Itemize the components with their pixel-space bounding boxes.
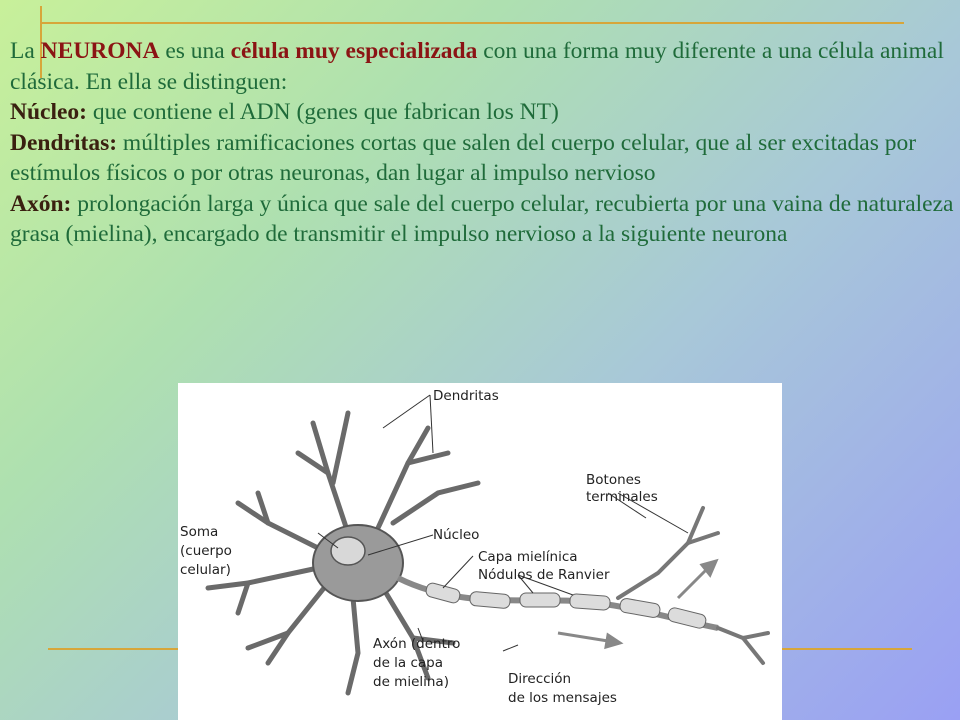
terminal-buttons-shape xyxy=(616,506,770,665)
term-nucleo: Núcleo: xyxy=(10,99,88,125)
label-axon-1: Axón (dentro xyxy=(373,636,460,652)
label-botones-1: Botones xyxy=(586,472,641,488)
myelin-sheath-shape xyxy=(425,582,707,629)
label-nucleo: Núcleo xyxy=(433,527,479,543)
label-axon-2: de la capa xyxy=(373,655,443,671)
nucleus-shape xyxy=(330,536,366,566)
keyword-neurona: NEURONA xyxy=(40,38,160,64)
label-dendritas: Dendritas xyxy=(433,388,499,404)
intro-text-2: es una xyxy=(159,38,231,64)
label-nodulos-ranvier: Nódulos de Ranvier xyxy=(478,567,610,583)
dendrites-shape xyxy=(205,410,481,696)
label-soma-2: (cuerpo xyxy=(180,543,232,559)
label-direccion-2: de los mensajes xyxy=(508,690,617,706)
label-soma-1: Soma xyxy=(180,524,218,540)
label-direccion-1: Dirección xyxy=(508,671,571,687)
desc-nucleo: que contiene el ADN (genes que fabrican … xyxy=(87,99,559,125)
term-axon: Axón: xyxy=(10,190,72,217)
leader-lines xyxy=(317,394,689,652)
top-rule xyxy=(40,22,904,24)
direction-arrows xyxy=(557,558,719,650)
left-rule xyxy=(40,6,42,78)
intro-text-1: La xyxy=(10,38,41,64)
label-soma-3: celular) xyxy=(180,562,231,578)
desc-axon: prolongación larga y única que sale del … xyxy=(10,190,954,248)
keyword-celula: célula muy especializada xyxy=(230,38,478,64)
term-dendritas: Dendritas: xyxy=(10,129,118,156)
neuron-diagram: Dendritas Botones terminales Soma (cuerp… xyxy=(178,383,782,720)
label-axon-3: de mielina) xyxy=(373,674,449,690)
neuron-illustration: Dendritas Botones terminales Soma (cuerp… xyxy=(180,388,770,706)
desc-dendritas: múltiples ramificaciones cortas que sale… xyxy=(10,129,917,187)
dendritas-paragraph: Dendritas: múltiples ramificaciones cort… xyxy=(10,128,955,189)
slide-text: La NEURONA es una célula muy especializa… xyxy=(10,36,955,250)
label-botones-2: terminales xyxy=(586,489,658,505)
axon-paragraph: Axón: prolongación larga y única que sal… xyxy=(10,189,955,250)
label-capa-mielinica: Capa mielínica xyxy=(478,549,578,565)
intro-text-3: con una forma muy diferente a una célula… xyxy=(10,38,944,95)
nucleo-paragraph: Núcleo: que contiene el ADN (genes que f… xyxy=(10,97,955,128)
intro-paragraph: La NEURONA es una célula muy especializa… xyxy=(10,36,955,97)
